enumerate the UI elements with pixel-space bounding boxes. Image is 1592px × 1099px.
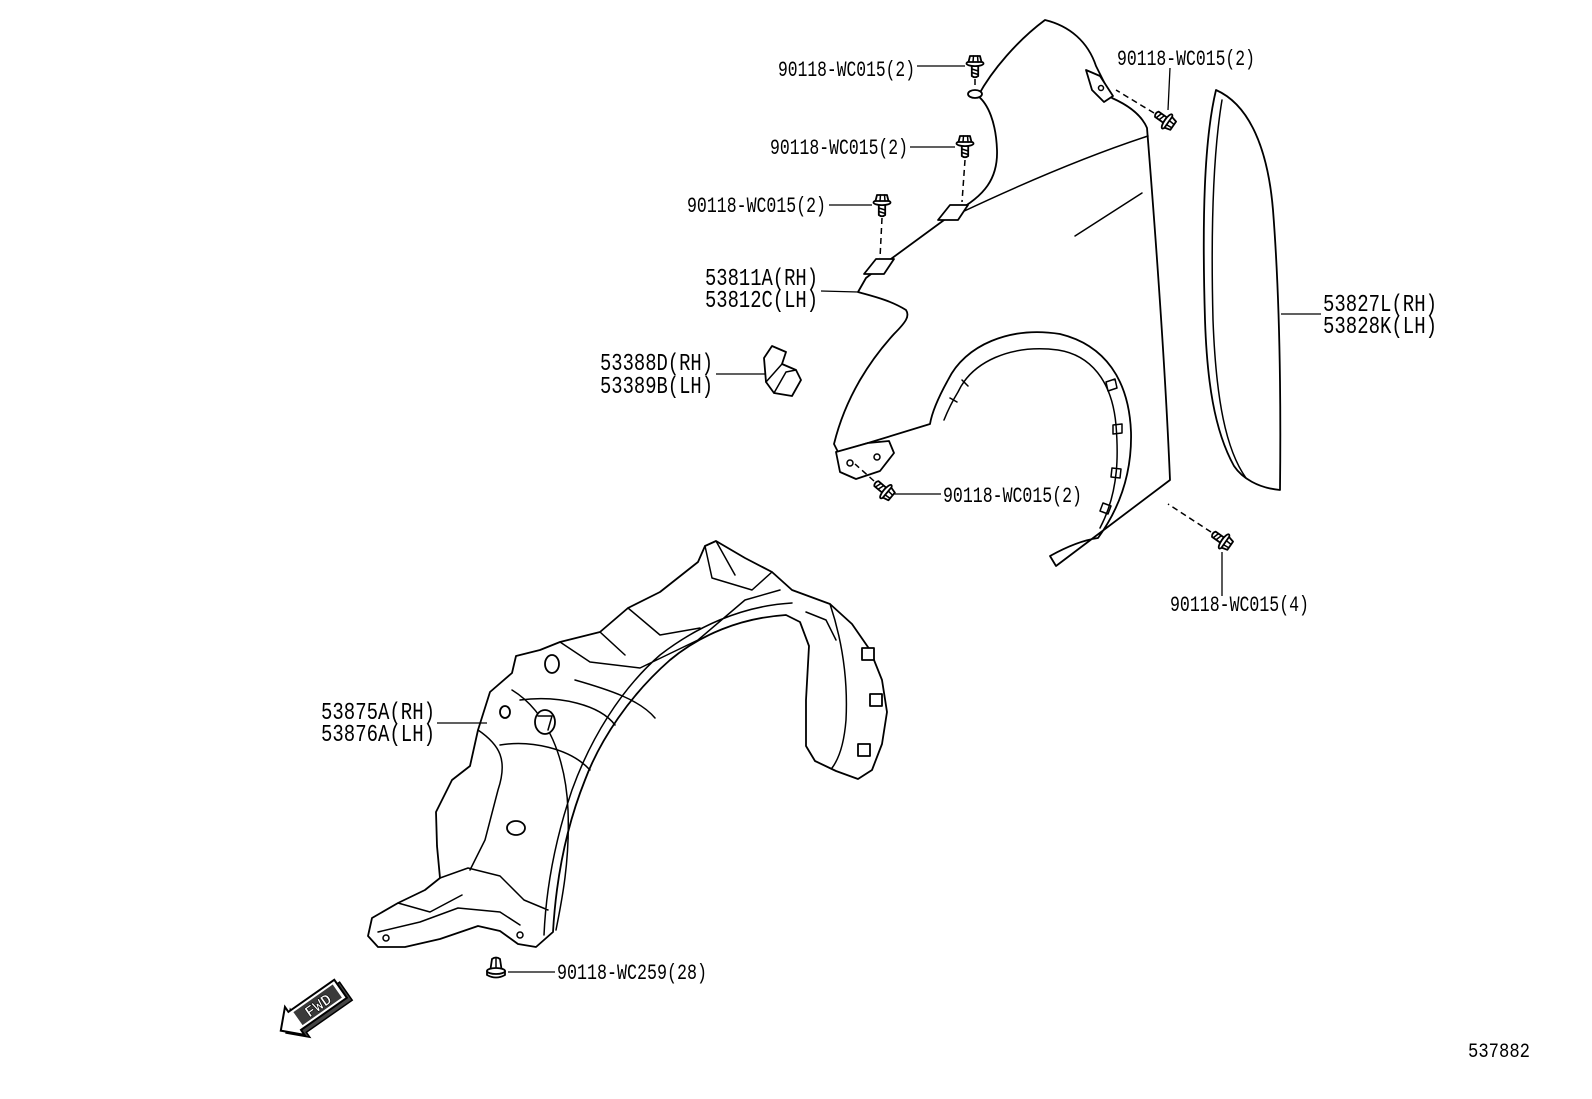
fastener-label-top-left: 90118-WC015(2) (778, 58, 915, 83)
part-label-liner-rh: 53875A(RH) (321, 700, 435, 727)
fender-liner-clips (857, 647, 883, 757)
fender-front-bracket-hole (873, 453, 881, 461)
fender-front-bracket-hole (846, 459, 854, 467)
fender-character-lines (959, 135, 1149, 237)
part-label-fender-rh: 53811A(RH) (705, 266, 818, 293)
fender-bracket-body (763, 345, 802, 397)
fender-liner-hole (516, 931, 524, 939)
fender-liner-boss (499, 705, 511, 719)
part-label-bracket-lh: 53389B(LH) (600, 374, 713, 401)
push-clip-icon (486, 956, 506, 979)
front-fender (833, 19, 1171, 567)
part-label-bracket-rh: 53388D(RH) (600, 351, 713, 378)
bolt-icon (1207, 525, 1236, 554)
fender-top-bracket-hole (1097, 84, 1105, 92)
fender-liner-detail-lines (377, 540, 848, 936)
fender-seal-outline (1202, 89, 1282, 491)
fastener-label-liner-clip: 90118-WC259(28) (557, 961, 707, 986)
bolt-icon (1150, 105, 1179, 134)
arrow-label-box (293, 984, 342, 1026)
bolt-icon (965, 55, 985, 79)
fender-hood-brackets (863, 204, 969, 275)
fastener-label-top-right: 90118-WC015(2) (1117, 47, 1255, 72)
part-label-fender-lh: 53812C(LH) (705, 288, 818, 315)
fender-liner (367, 540, 888, 948)
part-label-seal-lh: 53828K(LH) (1323, 314, 1437, 341)
fender-bracket-edges (765, 363, 797, 394)
fender-arch-tabs (949, 378, 1123, 515)
bolt-icon (872, 194, 892, 218)
washer (967, 89, 983, 99)
fender-arch-flange (943, 348, 1118, 529)
fender-liner-hole (382, 934, 390, 942)
bolt-icon (955, 135, 975, 159)
fender-seal (1202, 89, 1282, 491)
arrow-down-left-icon: FWD (279, 978, 354, 1039)
part-label-liner-lh: 53876A(LH) (321, 722, 435, 749)
fastener-label-upper-mid: 90118-WC015(2) (770, 136, 908, 161)
fender-front-bracket (835, 440, 895, 480)
part-label-seal-rh: 53827L(RH) (1323, 292, 1437, 319)
illustration-number: 537882 (1468, 1041, 1530, 1064)
fender-liner-boss-detail (537, 715, 553, 731)
assembly-dashed-lines (854, 79, 1212, 533)
fender-liner-boss (506, 820, 526, 836)
leader-lines (437, 65, 1321, 973)
fender-bracket (763, 345, 802, 397)
fender-seal-edge (1211, 99, 1247, 479)
fender-liner-boss (544, 654, 560, 674)
fender-outline (833, 19, 1171, 567)
fastener-label-front-lower: 90118-WC015(2) (943, 484, 1082, 509)
fender-liner-outline (367, 540, 888, 948)
fender-liner-boss (534, 709, 556, 735)
fastener-label-rear-lower: 90118-WC015(4) (1170, 593, 1309, 618)
fastener-label-lower-mid: 90118-WC015(2) (687, 194, 826, 219)
